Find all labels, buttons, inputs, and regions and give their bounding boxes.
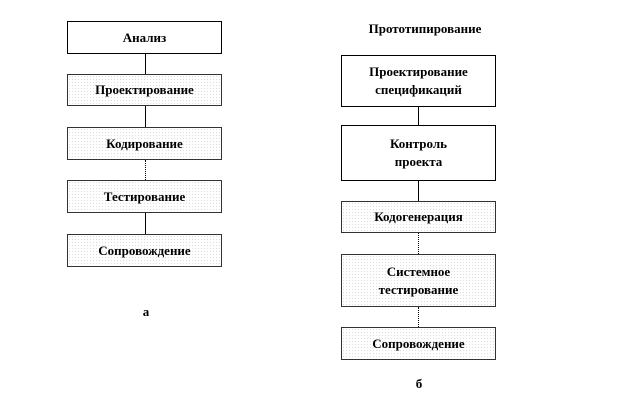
diagram-b-label: б: [415, 376, 423, 391]
step-b-system-testing: Системное тестирование: [341, 254, 496, 307]
step-a-testing: Тестирование: [67, 180, 222, 213]
connector-a-1: [145, 54, 146, 74]
connector-b-4: [418, 307, 419, 327]
step-b-spec-design: Проектирование спецификаций: [341, 55, 496, 107]
connector-b-3: [418, 233, 419, 254]
diagram-b-title: Прототипирование: [368, 21, 482, 36]
step-b-maintenance: Сопровождение: [341, 327, 496, 360]
connector-b-2: [418, 181, 419, 201]
connector-a-4: [145, 213, 146, 234]
step-b-design-control: Контроль проекта: [341, 125, 496, 181]
step-a-design: Проектирование: [67, 74, 222, 106]
step-a-maintenance: Сопровождение: [67, 234, 222, 267]
connector-a-3: [145, 160, 146, 180]
connector-a-2: [145, 106, 146, 127]
diagram-a-label: а: [142, 304, 150, 319]
step-b-codegen: Кодогенерация: [341, 201, 496, 233]
step-a-analysis: Анализ: [67, 21, 222, 54]
connector-b-1: [418, 107, 419, 125]
step-a-coding: Кодирование: [67, 127, 222, 160]
